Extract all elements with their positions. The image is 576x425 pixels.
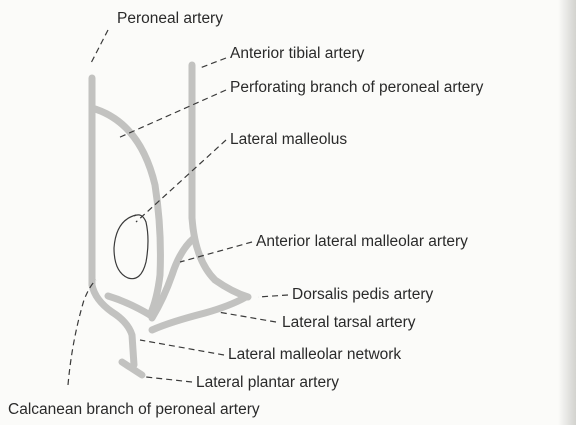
leader-dorsalis-pedis bbox=[258, 295, 288, 297]
label-anterior-tibial-artery: Anterior tibial artery bbox=[230, 46, 364, 62]
label-lateral-tarsal-artery: Lateral tarsal artery bbox=[282, 315, 416, 331]
leader-peroneal-artery bbox=[90, 30, 108, 65]
label-perforating-branch: Perforating branch of peroneal artery bbox=[230, 80, 483, 96]
label-anterior-lateral-malleolar-artery: Anterior lateral malleolar artery bbox=[256, 234, 468, 250]
label-dorsalis-pedis-artery: Dorsalis pedis artery bbox=[292, 287, 433, 303]
label-lateral-malleolar-network: Lateral malleolar network bbox=[228, 347, 401, 363]
leader-lateral-malleolar-network bbox=[140, 340, 224, 355]
label-peroneal-artery: Peroneal artery bbox=[117, 11, 223, 27]
lateral-malleolus-outline bbox=[114, 215, 148, 279]
leader-lateral-plantar bbox=[146, 377, 192, 382]
leader-lateral-malleolus bbox=[136, 140, 226, 222]
label-calcanean-branch: Calcanean branch of peroneal artery bbox=[8, 402, 260, 418]
leader-calcanean-branch bbox=[68, 280, 96, 385]
leader-anterior-tibial-artery bbox=[200, 58, 226, 68]
label-lateral-plantar-artery: Lateral plantar artery bbox=[196, 375, 339, 391]
label-lateral-malleolus: Lateral malleolus bbox=[230, 132, 347, 148]
anterior-tibial-artery-vessel bbox=[192, 65, 248, 297]
perforating-branch-vessel bbox=[92, 108, 160, 315]
page-edge-shadow bbox=[558, 0, 576, 425]
leader-perforating-branch bbox=[118, 90, 226, 138]
lateral-tarsal-artery-vessel bbox=[152, 297, 246, 330]
leader-lateral-tarsal bbox=[218, 312, 276, 322]
